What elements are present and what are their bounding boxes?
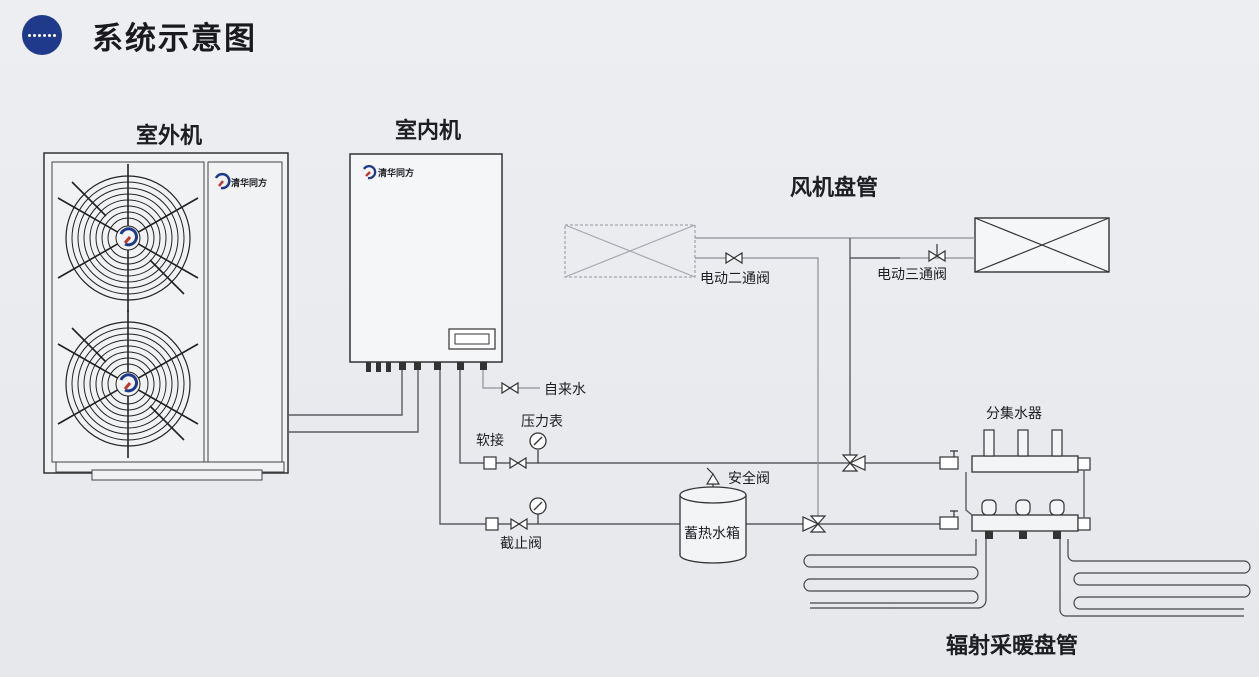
radiant-coil-left (803, 539, 987, 609)
valve-icon (841, 454, 866, 472)
pressure-gauge-label: 压力表 (521, 414, 563, 430)
fan-coil-label: 风机盘管 (790, 175, 878, 201)
indoor-unit-label: 室内机 (395, 118, 461, 144)
soft-joint-label: 软接 (476, 432, 504, 449)
brand-logo: 清华同方 (363, 164, 414, 180)
fan-coil-unit-left (564, 224, 696, 278)
page-title: 系统示意图 (92, 20, 257, 57)
outdoor-unit: 清华同方 (43, 152, 289, 481)
tap-water-label: 自来水 (544, 382, 586, 398)
manifold (939, 429, 1091, 539)
electric-three-way-valve-icon (928, 244, 946, 262)
svg-text:清华同方: 清华同方 (231, 177, 267, 189)
dots-circle-icon (22, 15, 62, 55)
soft-joint-icon (485, 517, 499, 531)
header: 系统示意图 (22, 10, 257, 60)
soft-joint-icon (483, 456, 497, 470)
stop-valve-icon (510, 518, 528, 530)
safety-valve-label: 安全阀 (728, 470, 770, 487)
valve-icon (802, 515, 827, 533)
valve-icon (501, 382, 519, 394)
valve-icon (509, 457, 527, 469)
outdoor-unit-label: 室外机 (136, 123, 202, 149)
radiant-coil-right (1059, 539, 1251, 617)
svg-text:蓄热水箱: 蓄热水箱 (684, 526, 740, 542)
svg-text:清华同方: 清华同方 (378, 167, 414, 179)
stop-valve-label: 截止阀 (500, 536, 542, 552)
fan-coil-unit-right (974, 217, 1110, 273)
radiant-floor-label: 辐射采暖盘管 (946, 633, 1078, 659)
indoor-unit: 清华同方 (349, 153, 503, 372)
brand-logo: 清华同方 (214, 172, 267, 190)
storage-tank: 蓄热水箱 (679, 486, 747, 564)
safety-valve-icon (705, 472, 721, 485)
electric-three-way-valve-label: 电动三通阀 (877, 267, 947, 283)
electric-two-way-valve-icon (725, 252, 743, 264)
manifold-label: 分集水器 (986, 405, 1042, 422)
electric-two-way-valve-label: 电动二通阀 (700, 271, 770, 287)
display-panel (448, 328, 496, 350)
